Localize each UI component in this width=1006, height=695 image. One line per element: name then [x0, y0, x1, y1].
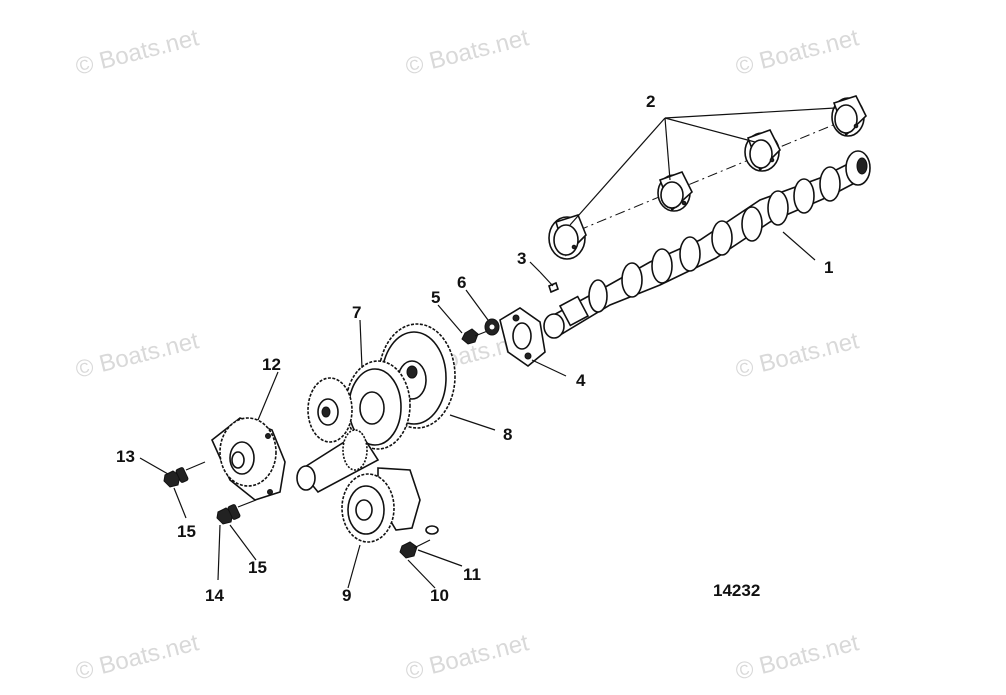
callouts: 2 1 3 4 5 6 7 8 9 10 11 12 13 14 15 15: [116, 92, 833, 605]
watermark-9: © Boats.net: [733, 629, 862, 686]
watermark-6: © Boats.net: [733, 327, 862, 384]
camshaft: [543, 150, 871, 339]
callout-12: 12: [262, 355, 281, 374]
washer-6: [484, 318, 500, 336]
cam-bearing-3: [744, 129, 781, 172]
bolt-13: [163, 461, 206, 488]
woodruff-key: [539, 271, 559, 294]
bolt-14: [216, 499, 257, 525]
callout-8: 8: [503, 425, 512, 444]
gear-housing: [211, 417, 286, 501]
callout-1: 1: [824, 258, 833, 277]
bearing-centerline: [559, 117, 851, 239]
callout-4: 4: [576, 371, 586, 390]
callout-7: 7: [352, 303, 361, 322]
watermark-2: © Boats.net: [403, 24, 532, 81]
callout-3: 3: [517, 249, 526, 268]
cam-bearing-2: [657, 171, 693, 212]
callout-10: 10: [430, 586, 449, 605]
diagram-number: 14232: [713, 581, 760, 600]
watermark-3: © Boats.net: [733, 24, 862, 81]
callout-6: 6: [457, 273, 466, 292]
callout-9: 9: [342, 586, 351, 605]
balance-shaft: [296, 429, 380, 494]
callout-13: 13: [116, 447, 135, 466]
drive-gear-assembly: [341, 467, 421, 543]
bolt-10: [399, 539, 431, 559]
callout-2: 2: [646, 92, 655, 111]
thrust-plate: [499, 307, 546, 368]
callout-11: 11: [463, 565, 481, 584]
callout-15a: 15: [177, 522, 196, 541]
watermark-7: © Boats.net: [73, 629, 202, 686]
watermark-1: © Boats.net: [73, 24, 202, 81]
small-gear: [307, 377, 353, 443]
callout-14: 14: [205, 586, 224, 605]
callout-15b: 15: [248, 558, 267, 577]
cam-bearing-1: [548, 214, 587, 260]
callout-5: 5: [431, 288, 440, 307]
washer-11: [425, 525, 439, 535]
cam-bearing-4: [831, 95, 867, 137]
watermark-8: © Boats.net: [403, 629, 532, 686]
watermark-4: © Boats.net: [73, 327, 202, 384]
leader-lines: [139, 107, 836, 589]
